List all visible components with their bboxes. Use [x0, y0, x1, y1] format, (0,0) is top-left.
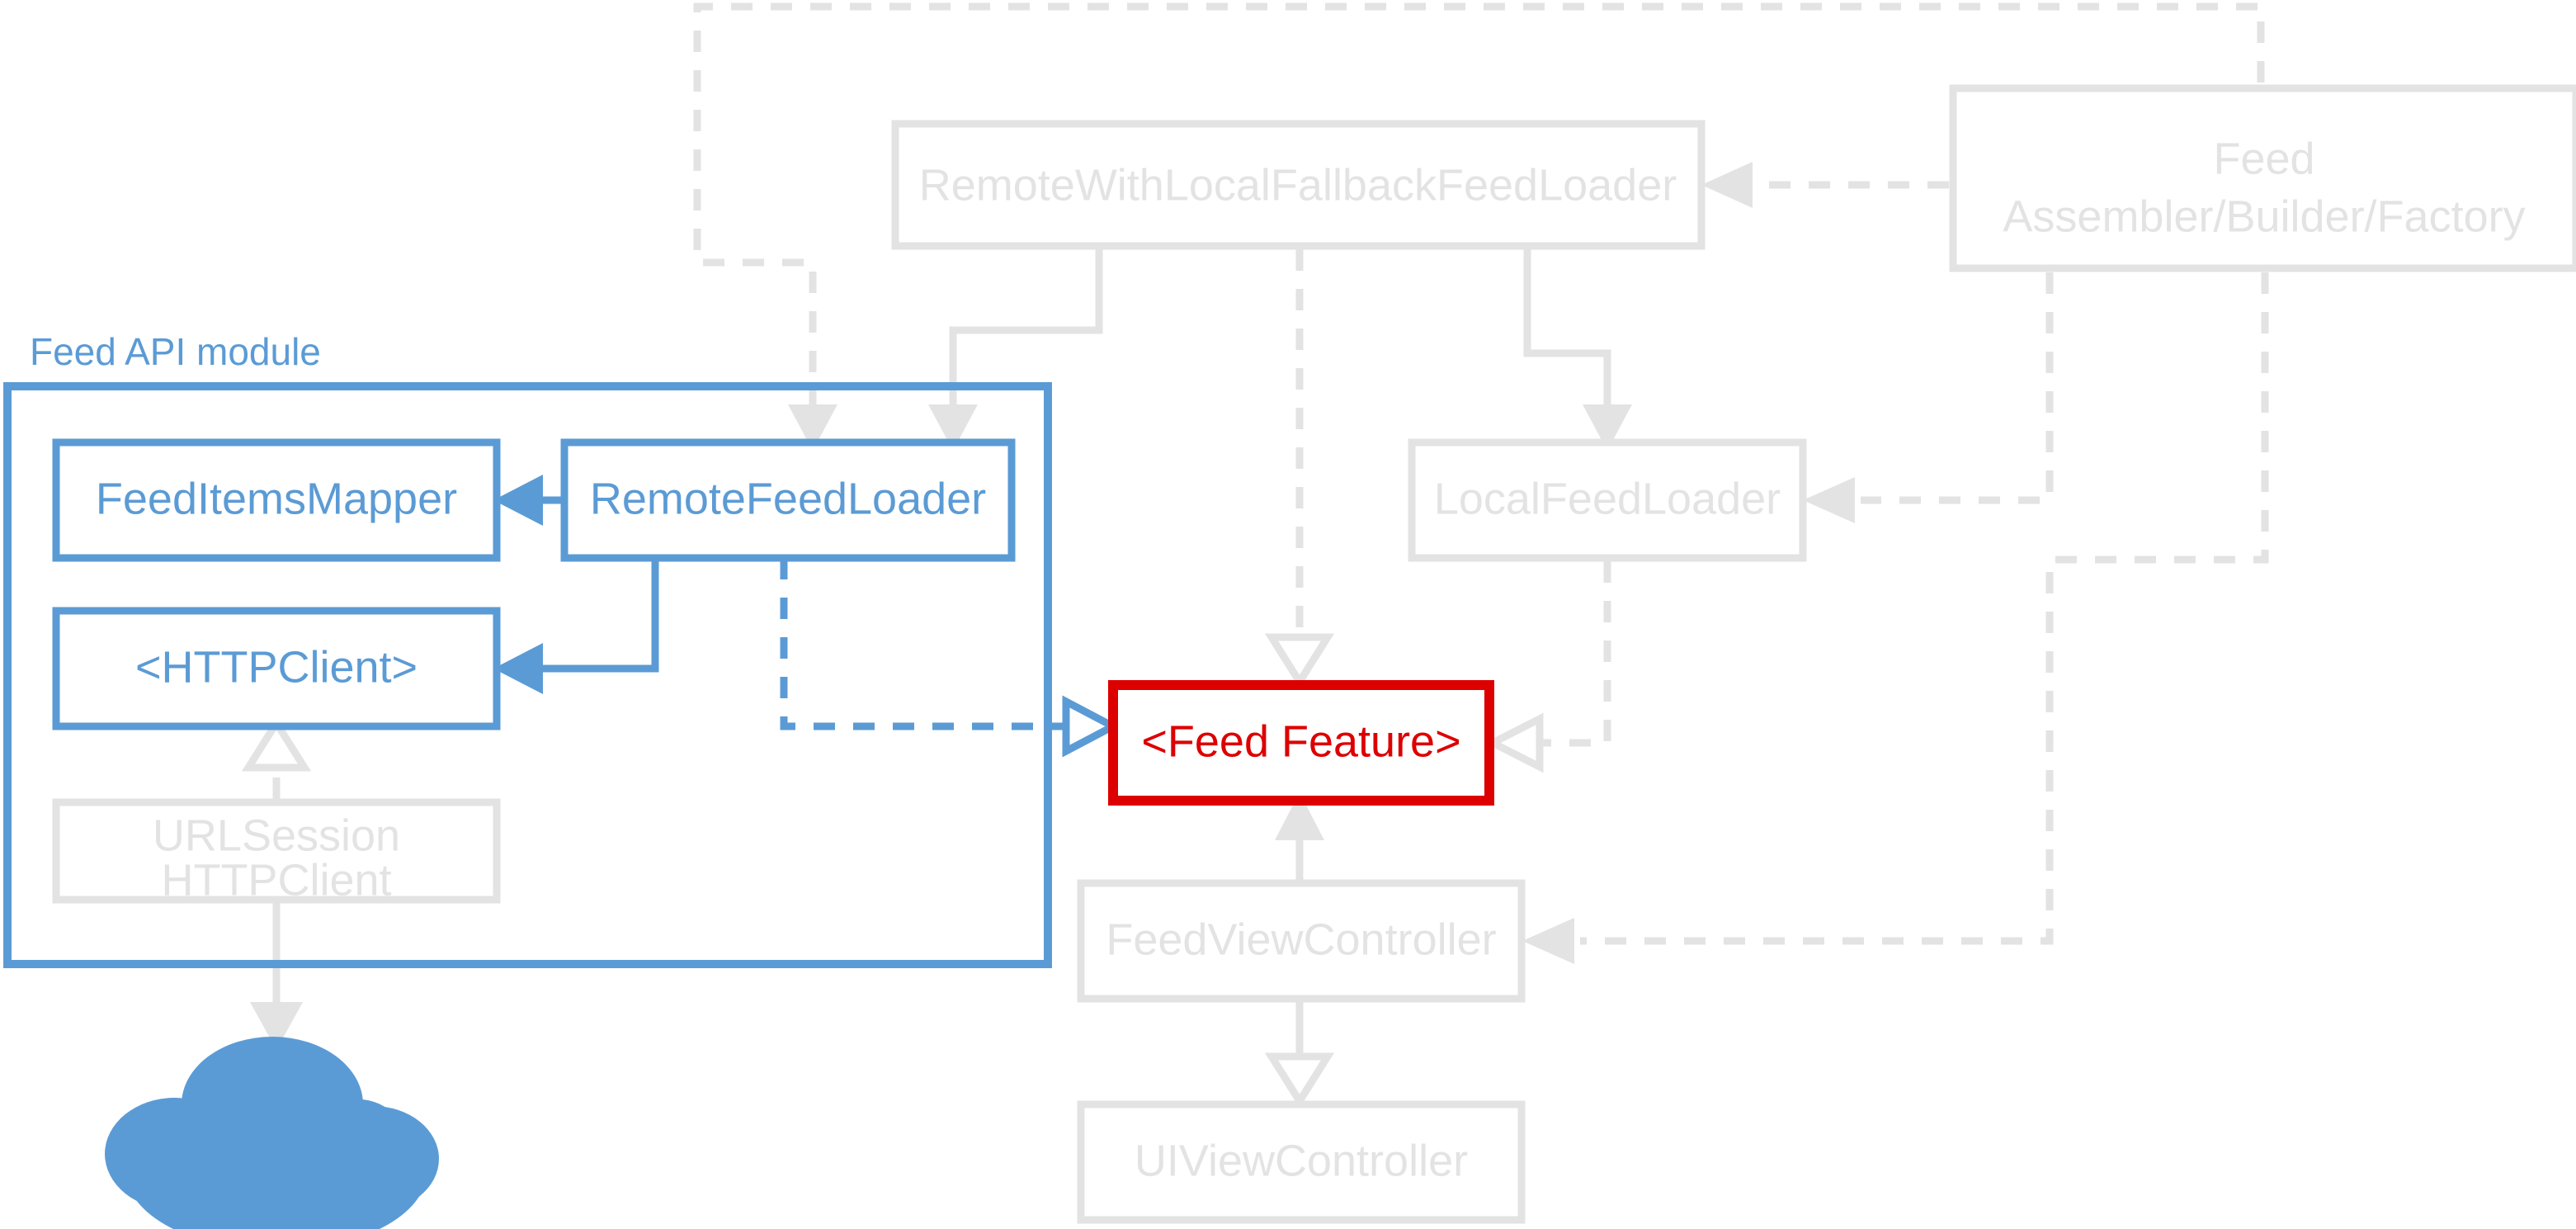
feed-assembler-builder-factory-label-line1: Feed	[2213, 134, 2314, 183]
urlsession-http-client-label-line2: HTTPClient	[161, 855, 391, 905]
edge-urlsession-implements-http-client	[241, 716, 312, 799]
edge-fallback-implements-feed-feature	[1264, 249, 1335, 689]
feed-api-module-container[interactable]: Feed API module	[3, 330, 1052, 968]
urlsession-http-client-label-line1: URLSession	[153, 811, 400, 860]
edge-fallback-to-remote-feed-loader	[928, 249, 1103, 451]
node-feed-assembler-builder-factory[interactable]: Feed Assembler/Builder/Factory	[1949, 84, 2576, 272]
feed-assembler-builder-factory-label-line2: Assembler/Builder/Factory	[2003, 191, 2525, 241]
node-remote-with-local-fallback-feed-loader[interactable]: RemoteWithLocalFallbackFeedLoader	[891, 120, 1706, 250]
feed-api-module-title: Feed API module	[30, 330, 321, 373]
edge-assembler-to-feed-view-controller	[1522, 272, 2269, 964]
feed-view-controller-label: FeedViewController	[1106, 915, 1496, 964]
edge-feed-view-controller-to-feed-feature	[1275, 792, 1324, 880]
edge-feed-view-controller-inherits-ui-view-controller	[1264, 1002, 1335, 1108]
edge-remote-feed-loader-implements-feed-feature	[780, 558, 1121, 758]
feed-feature-label: <Feed Feature>	[1141, 716, 1460, 766]
edge-remote-feed-loader-to-http-client	[493, 558, 659, 694]
node-ui-view-controller[interactable]: UIViewController	[1077, 1100, 1526, 1224]
local-feed-loader-label: LocalFeedLoader	[1434, 474, 1781, 523]
remote-with-local-fallback-feed-loader-label: RemoteWithLocalFallbackFeedLoader	[919, 160, 1677, 210]
edge-urlsession-to-cloud	[250, 900, 303, 1050]
node-urlsession-http-client[interactable]: URLSession HTTPClient	[52, 798, 501, 905]
node-remote-feed-loader[interactable]: RemoteFeedLoader	[560, 438, 1016, 562]
node-feed-items-mapper[interactable]: FeedItemsMapper	[52, 438, 501, 562]
edge-assembler-to-local-feed-loader	[1803, 272, 2054, 523]
remote-feed-loader-label: RemoteFeedLoader	[590, 474, 986, 523]
edge-assembler-to-remote-feed-loader	[693, 2, 2265, 451]
edge-remote-feed-loader-to-feed-items-mapper	[493, 475, 564, 526]
edge-local-feed-loader-implements-feed-feature	[1484, 561, 1611, 773]
edge-assembler-to-fallback-loader	[1701, 162, 1949, 208]
feed-items-mapper-label: FeedItemsMapper	[96, 474, 457, 523]
http-client-label: <HTTPClient>	[135, 642, 418, 692]
node-feed-view-controller[interactable]: FeedViewController	[1077, 879, 1526, 1003]
network-cloud-icon	[105, 1037, 439, 1229]
node-local-feed-loader[interactable]: LocalFeedLoader	[1408, 438, 1807, 562]
edge-fallback-to-local-feed-loader	[1523, 249, 1632, 451]
node-feed-feature[interactable]: <Feed Feature>	[1108, 680, 1494, 806]
node-http-client[interactable]: <HTTPClient>	[52, 607, 501, 730]
ui-view-controller-label: UIViewController	[1135, 1136, 1468, 1185]
